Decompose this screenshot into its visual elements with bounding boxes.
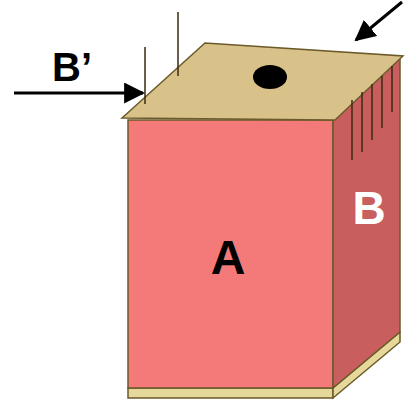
arrow-b-prime [14,92,143,95]
hairs [145,12,392,160]
face-node: A [207,230,250,287]
face-label: A [211,232,246,285]
base-strip [128,388,333,398]
arrow-top-right [356,2,402,40]
face-a [128,120,333,388]
face-label: B’ [52,45,92,89]
face-node: B [348,181,389,236]
face-label: B [352,183,385,234]
hole [253,65,287,89]
top-face [122,43,403,120]
